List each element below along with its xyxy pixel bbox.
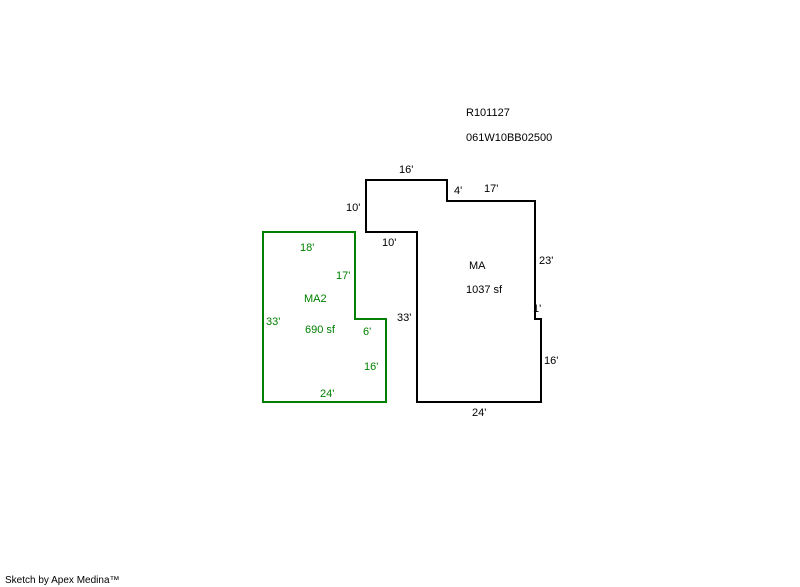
ma2-size: 690 sf [305, 324, 336, 336]
sketch-credit: Sketch by Apex Medina™ [5, 575, 120, 586]
ma-dim-left-step: 10' [382, 237, 396, 249]
ma-dim-right-jog: 1' [533, 303, 541, 315]
ma2-dim-right-lower: 16' [364, 361, 378, 373]
ma-dim-left-lower: 33' [397, 312, 411, 324]
main-area-outline [365, 179, 542, 403]
ma-dim-right-upper: 23' [539, 255, 553, 267]
ma2-dim-notch: 6' [363, 326, 371, 338]
ma-dim-left-upper: 10' [346, 202, 360, 214]
map-number: 061W10BB02500 [466, 132, 553, 144]
ma-dim-upper-right-top: 17' [484, 183, 498, 195]
ma-dim-step-top: 4' [454, 185, 462, 197]
parcel-id: R101127 [466, 107, 510, 119]
ma2-name: MA2 [304, 293, 327, 305]
ma2-dim-bottom: 24' [320, 388, 334, 400]
ma-name: MA [469, 260, 486, 272]
ma2-dim-left: 33' [266, 316, 280, 328]
ma-dim-right-lower: 16' [544, 355, 558, 367]
ma2-dim-right-upper: 17' [336, 270, 350, 282]
secondary-area-outline [262, 231, 387, 403]
ma-dim-top: 16' [399, 164, 413, 176]
ma-size: 1037 sf [466, 284, 503, 296]
ma2-dim-top: 18' [300, 242, 314, 254]
ma-dim-bottom: 24' [472, 407, 486, 419]
